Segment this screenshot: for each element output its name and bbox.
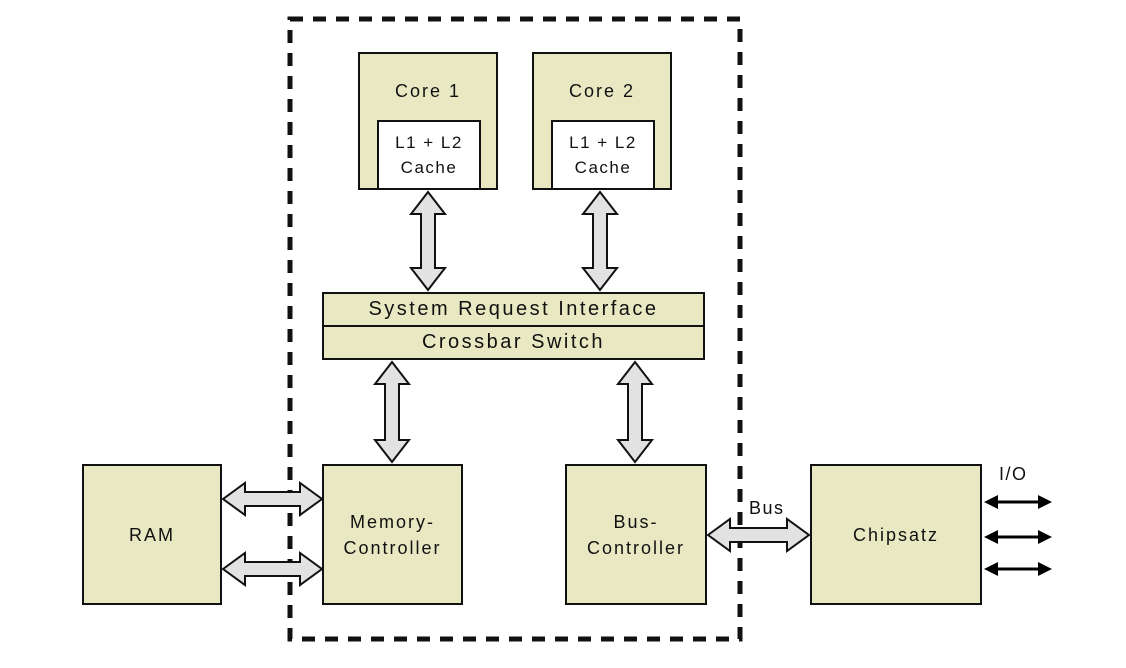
core2-cache-line2: Cache — [574, 158, 632, 177]
io-arrow-3-icon — [984, 562, 1052, 576]
core1-cache-line2: Cache — [400, 158, 458, 177]
system-request-interface-bar: System Request Interface — [322, 292, 705, 327]
core1-box: Core 1 L1 + L2 Cache — [358, 52, 498, 190]
arrow-crossbar-to-memory-controller-icon — [372, 360, 412, 464]
core1-cache-box: L1 + L2 Cache — [377, 120, 481, 190]
memory-controller-box: Memory- Controller — [322, 464, 463, 605]
io-arrow-2-icon — [984, 530, 1052, 544]
bus-label: Bus — [749, 498, 785, 518]
ram-label: RAM — [129, 524, 175, 545]
bus-controller-box: Bus- Controller — [565, 464, 707, 605]
chipset-box: Chipsatz — [810, 464, 982, 605]
arrow-ram-memory-controller-upper-icon — [221, 481, 324, 517]
crossbar-switch-label: Crossbar Switch — [421, 331, 606, 353]
core2-cache-box: L1 + L2 Cache — [551, 120, 655, 190]
chipset-label: Chipsatz — [852, 524, 940, 545]
core1-label: Core 1 — [394, 81, 462, 101]
arrow-core1-to-sri-icon — [408, 190, 448, 292]
memory-controller-line1: Memory- — [350, 511, 435, 532]
io-label: I/O — [999, 464, 1028, 484]
core2-box: Core 2 L1 + L2 Cache — [532, 52, 672, 190]
arrow-bus-controller-chipset-icon — [706, 517, 811, 553]
bus-controller-line1: Bus- — [613, 511, 659, 532]
ram-box: RAM — [82, 464, 222, 605]
core1-cache-line1: L1 + L2 — [395, 133, 463, 152]
arrow-core2-to-sri-icon — [580, 190, 620, 292]
crossbar-switch-bar: Crossbar Switch — [322, 325, 705, 360]
io-arrow-1-icon — [984, 495, 1052, 509]
bus-controller-line2: Controller — [586, 537, 686, 558]
arrow-ram-memory-controller-lower-icon — [221, 551, 324, 587]
cpu-die-dashed-boundary — [287, 16, 743, 642]
system-request-interface-label: System Request Interface — [368, 298, 659, 320]
core2-label: Core 2 — [568, 81, 636, 101]
core2-cache-line1: L1 + L2 — [569, 133, 637, 152]
arrow-crossbar-to-bus-controller-icon — [615, 360, 655, 464]
memory-controller-line2: Controller — [343, 537, 442, 558]
